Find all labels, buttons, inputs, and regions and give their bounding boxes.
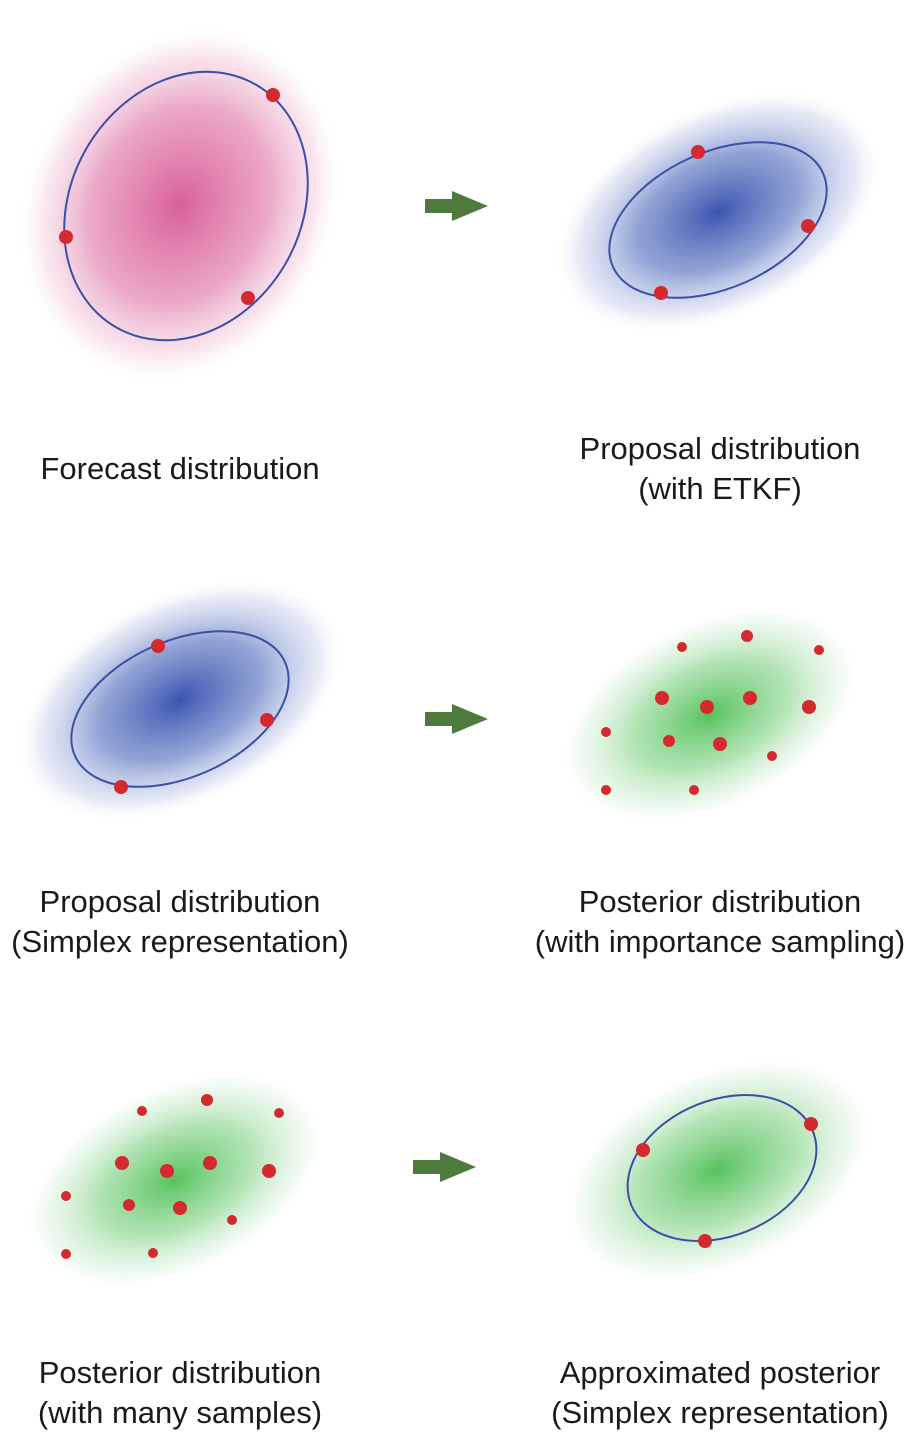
particle: [160, 1164, 174, 1178]
approx-posterior-panel: [561, 1056, 875, 1284]
caption-line: (Simplex representation): [11, 924, 349, 959]
particle: [262, 1164, 276, 1178]
particle: [636, 1143, 650, 1157]
particle: [203, 1156, 217, 1170]
forecast-ellipse: [63, 70, 309, 342]
posterior-is-panel: [559, 605, 861, 825]
particle: [801, 219, 815, 233]
arrow-right-icon: [425, 191, 488, 221]
particle: [59, 230, 73, 244]
particle: [601, 785, 611, 795]
forecast-panel: [17, 26, 343, 384]
caption-line: Posterior distribution: [38, 1355, 322, 1390]
proposal-ellipse: [608, 141, 828, 299]
particle: [713, 737, 727, 751]
proposal-etkf-panel: [554, 90, 882, 334]
particle: [654, 286, 668, 300]
particle: [663, 735, 675, 747]
arrow-right-icon: [413, 1152, 476, 1182]
caption-line: Proposal distribution: [579, 431, 861, 466]
caption-line: Approximated posterior: [559, 1355, 881, 1390]
caption-approx-posterior: Approximated posterior (Simplex represen…: [510, 1353, 918, 1433]
particle: [601, 727, 611, 737]
particle: [151, 639, 165, 653]
particle: [743, 691, 757, 705]
particle: [767, 751, 777, 761]
particle: [802, 700, 816, 714]
proposal-density-blob: [16, 578, 344, 822]
caption-proposal-etkf: Proposal distribution (with ETKF): [510, 429, 918, 509]
forecast-density-blob: [17, 26, 343, 384]
particle: [241, 291, 255, 305]
particle: [274, 1108, 284, 1118]
caption-line: (with many samples): [37, 1395, 323, 1430]
particle: [123, 1199, 135, 1211]
caption-line: Proposal distribution: [39, 884, 321, 919]
posterior-density-blob: [24, 1070, 326, 1290]
caption-line: Forecast distribution: [40, 451, 320, 486]
particle: [115, 1156, 129, 1170]
arrow-right-icon: [425, 704, 488, 734]
particle: [61, 1191, 71, 1201]
posterior-density-blob: [559, 605, 861, 825]
caption-forecast: Forecast distribution: [0, 449, 390, 489]
particle: [741, 630, 753, 642]
particle: [814, 645, 824, 655]
approx-posterior-ellipse: [626, 1094, 818, 1242]
posterior-many-panel: [24, 1070, 326, 1290]
particle: [260, 713, 274, 727]
particle: [689, 785, 699, 795]
particle: [677, 642, 687, 652]
particle: [698, 1234, 712, 1248]
caption-line: (with ETKF): [638, 471, 802, 506]
particle: [804, 1117, 818, 1131]
particle: [655, 691, 669, 705]
caption-posterior-many: Posterior distribution (with many sample…: [0, 1353, 390, 1433]
caption-line: (Simplex representation): [551, 1395, 889, 1430]
particle: [148, 1248, 158, 1258]
caption-line: Posterior distribution: [578, 884, 862, 919]
particle: [266, 88, 280, 102]
posterior-density-blob: [561, 1056, 875, 1284]
proposal-simplex-panel: [16, 578, 344, 822]
proposal-density-blob: [554, 90, 882, 334]
caption-posterior-is: Posterior distribution (with importance …: [510, 882, 918, 962]
particle: [173, 1201, 187, 1215]
particle: [700, 700, 714, 714]
particle: [227, 1215, 237, 1225]
particle: [691, 145, 705, 159]
particle: [201, 1094, 213, 1106]
caption-line: (with importance sampling): [534, 924, 906, 959]
particle: [114, 780, 128, 794]
particle: [137, 1106, 147, 1116]
particle: [61, 1249, 71, 1259]
caption-proposal-simplex: Proposal distribution (Simplex represent…: [0, 882, 390, 962]
